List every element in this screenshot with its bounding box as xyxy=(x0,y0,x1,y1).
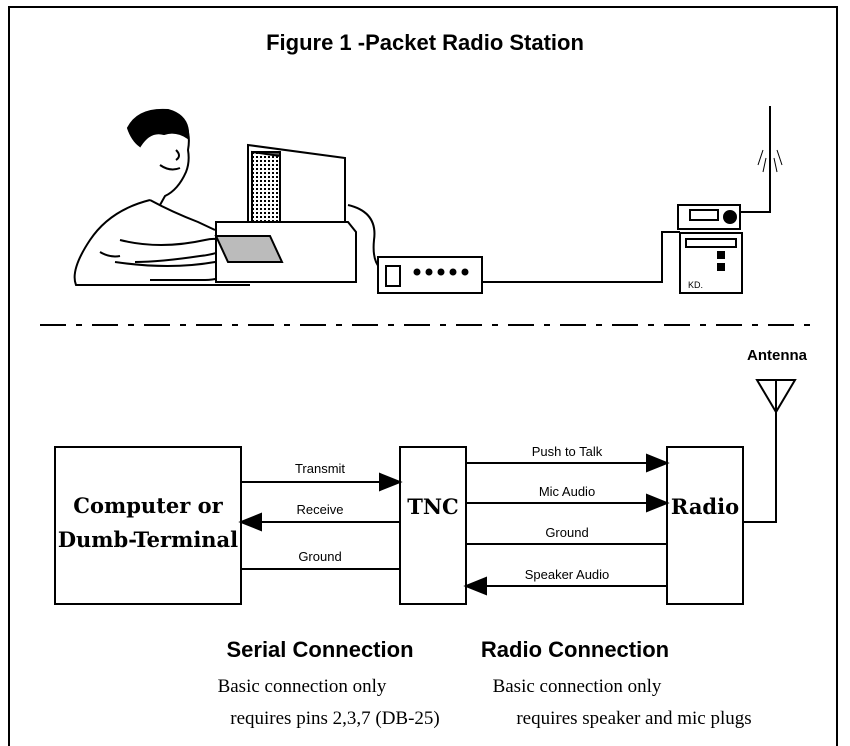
radio-illustration: KD. xyxy=(677,106,783,294)
wire-label-receive: Receive xyxy=(297,502,344,517)
wire-label-transmit: Transmit xyxy=(295,461,345,476)
push-to-talk-arrow xyxy=(646,453,670,473)
operator-illustration xyxy=(73,108,250,286)
radio-connection-note-2: requires speaker and mic plugs xyxy=(516,708,751,729)
wire-label-push-to-talk: Push to Talk xyxy=(532,444,603,459)
mic-audio-arrow xyxy=(646,493,670,513)
radio-box xyxy=(666,446,744,605)
tnc-radio-cable xyxy=(482,231,680,283)
wire-label-serial-ground: Ground xyxy=(298,549,341,564)
wire-label-mic-audio: Mic Audio xyxy=(539,484,595,499)
radio-label: Radio xyxy=(671,494,739,519)
radio-connection-note-1: Basic connection only xyxy=(493,676,662,697)
radio-front-label: KD. xyxy=(688,280,703,290)
receive-arrow xyxy=(238,512,262,532)
antenna-label: Antenna xyxy=(747,347,808,364)
serial-connection-note-2: requires pins 2,3,7 (DB-25) xyxy=(230,708,440,729)
computer-box xyxy=(54,446,242,605)
serial-connection-title: Serial Connection xyxy=(226,637,413,662)
antenna-symbol xyxy=(743,379,797,523)
wire-label-speaker-audio: Speaker Audio xyxy=(525,567,610,582)
transmit-arrow xyxy=(379,472,403,492)
computer-label-line2: Dumb-Terminal xyxy=(58,527,238,552)
speaker-audio-arrow xyxy=(463,576,487,596)
computer-illustration xyxy=(214,143,381,283)
figure-frame xyxy=(8,6,838,746)
serial-connection-note-1: Basic connection only xyxy=(218,676,387,697)
figure-title: Figure 1 -Packet Radio Station xyxy=(266,30,584,55)
tnc-box xyxy=(399,446,467,605)
computer-label-line1: Computer or xyxy=(73,493,223,518)
wire-label-radio-ground: Ground xyxy=(545,525,588,540)
tnc-label: TNC xyxy=(407,494,459,519)
radio-connection-title: Radio Connection xyxy=(481,637,669,662)
tnc-illustration xyxy=(377,256,483,294)
